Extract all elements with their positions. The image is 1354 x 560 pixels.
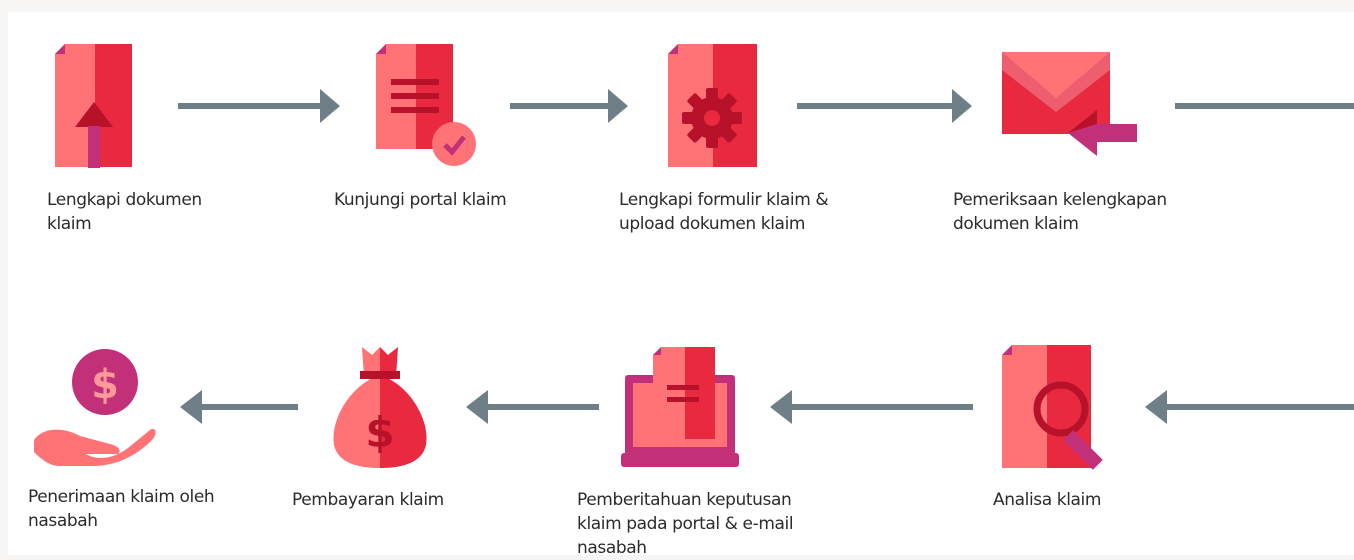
svg-text:$: $ xyxy=(91,362,119,408)
svg-text:$: $ xyxy=(365,408,394,457)
arrow-left-2 xyxy=(770,390,973,424)
document-check-icon xyxy=(376,44,476,166)
money-bag-icon: $ xyxy=(333,347,427,468)
step-label-8: Penerimaan klaim oleh nasabah xyxy=(28,487,215,531)
arrow-right-2 xyxy=(510,89,628,123)
step-label-4: Pemeriksaan kelengkapan dokumen klaim xyxy=(953,190,1167,234)
step-label-5: Analisa klaim xyxy=(993,490,1102,510)
arrow-right-3 xyxy=(797,89,972,123)
step-label-1: Lengkapi dokumen klaim xyxy=(47,190,202,234)
arrow-left-1 xyxy=(1145,390,1354,424)
document-upload-icon xyxy=(55,44,132,168)
step-label-7: Pembayaran klaim xyxy=(292,490,444,510)
document-gear-icon xyxy=(668,44,757,167)
step-label-2: Kunjungi portal klaim xyxy=(334,190,507,210)
arrow-left-4 xyxy=(180,390,298,424)
arrow-right-1 xyxy=(178,89,340,123)
arrow-left-3 xyxy=(466,390,599,424)
step-label-3: Lengkapi formulir klaim & upload dokumen… xyxy=(619,190,829,234)
envelope-arrow-icon xyxy=(1002,52,1137,156)
connector-top xyxy=(1175,103,1354,109)
hand-coin-icon: $ xyxy=(34,349,156,466)
laptop-document-icon xyxy=(621,347,739,467)
step-label-6: Pemberitahuan keputusan klaim pada porta… xyxy=(577,490,794,558)
document-search-icon xyxy=(1002,345,1103,470)
flow-diagram: Lengkapi dokumen klaim Kunjungi portal k… xyxy=(8,12,1354,558)
